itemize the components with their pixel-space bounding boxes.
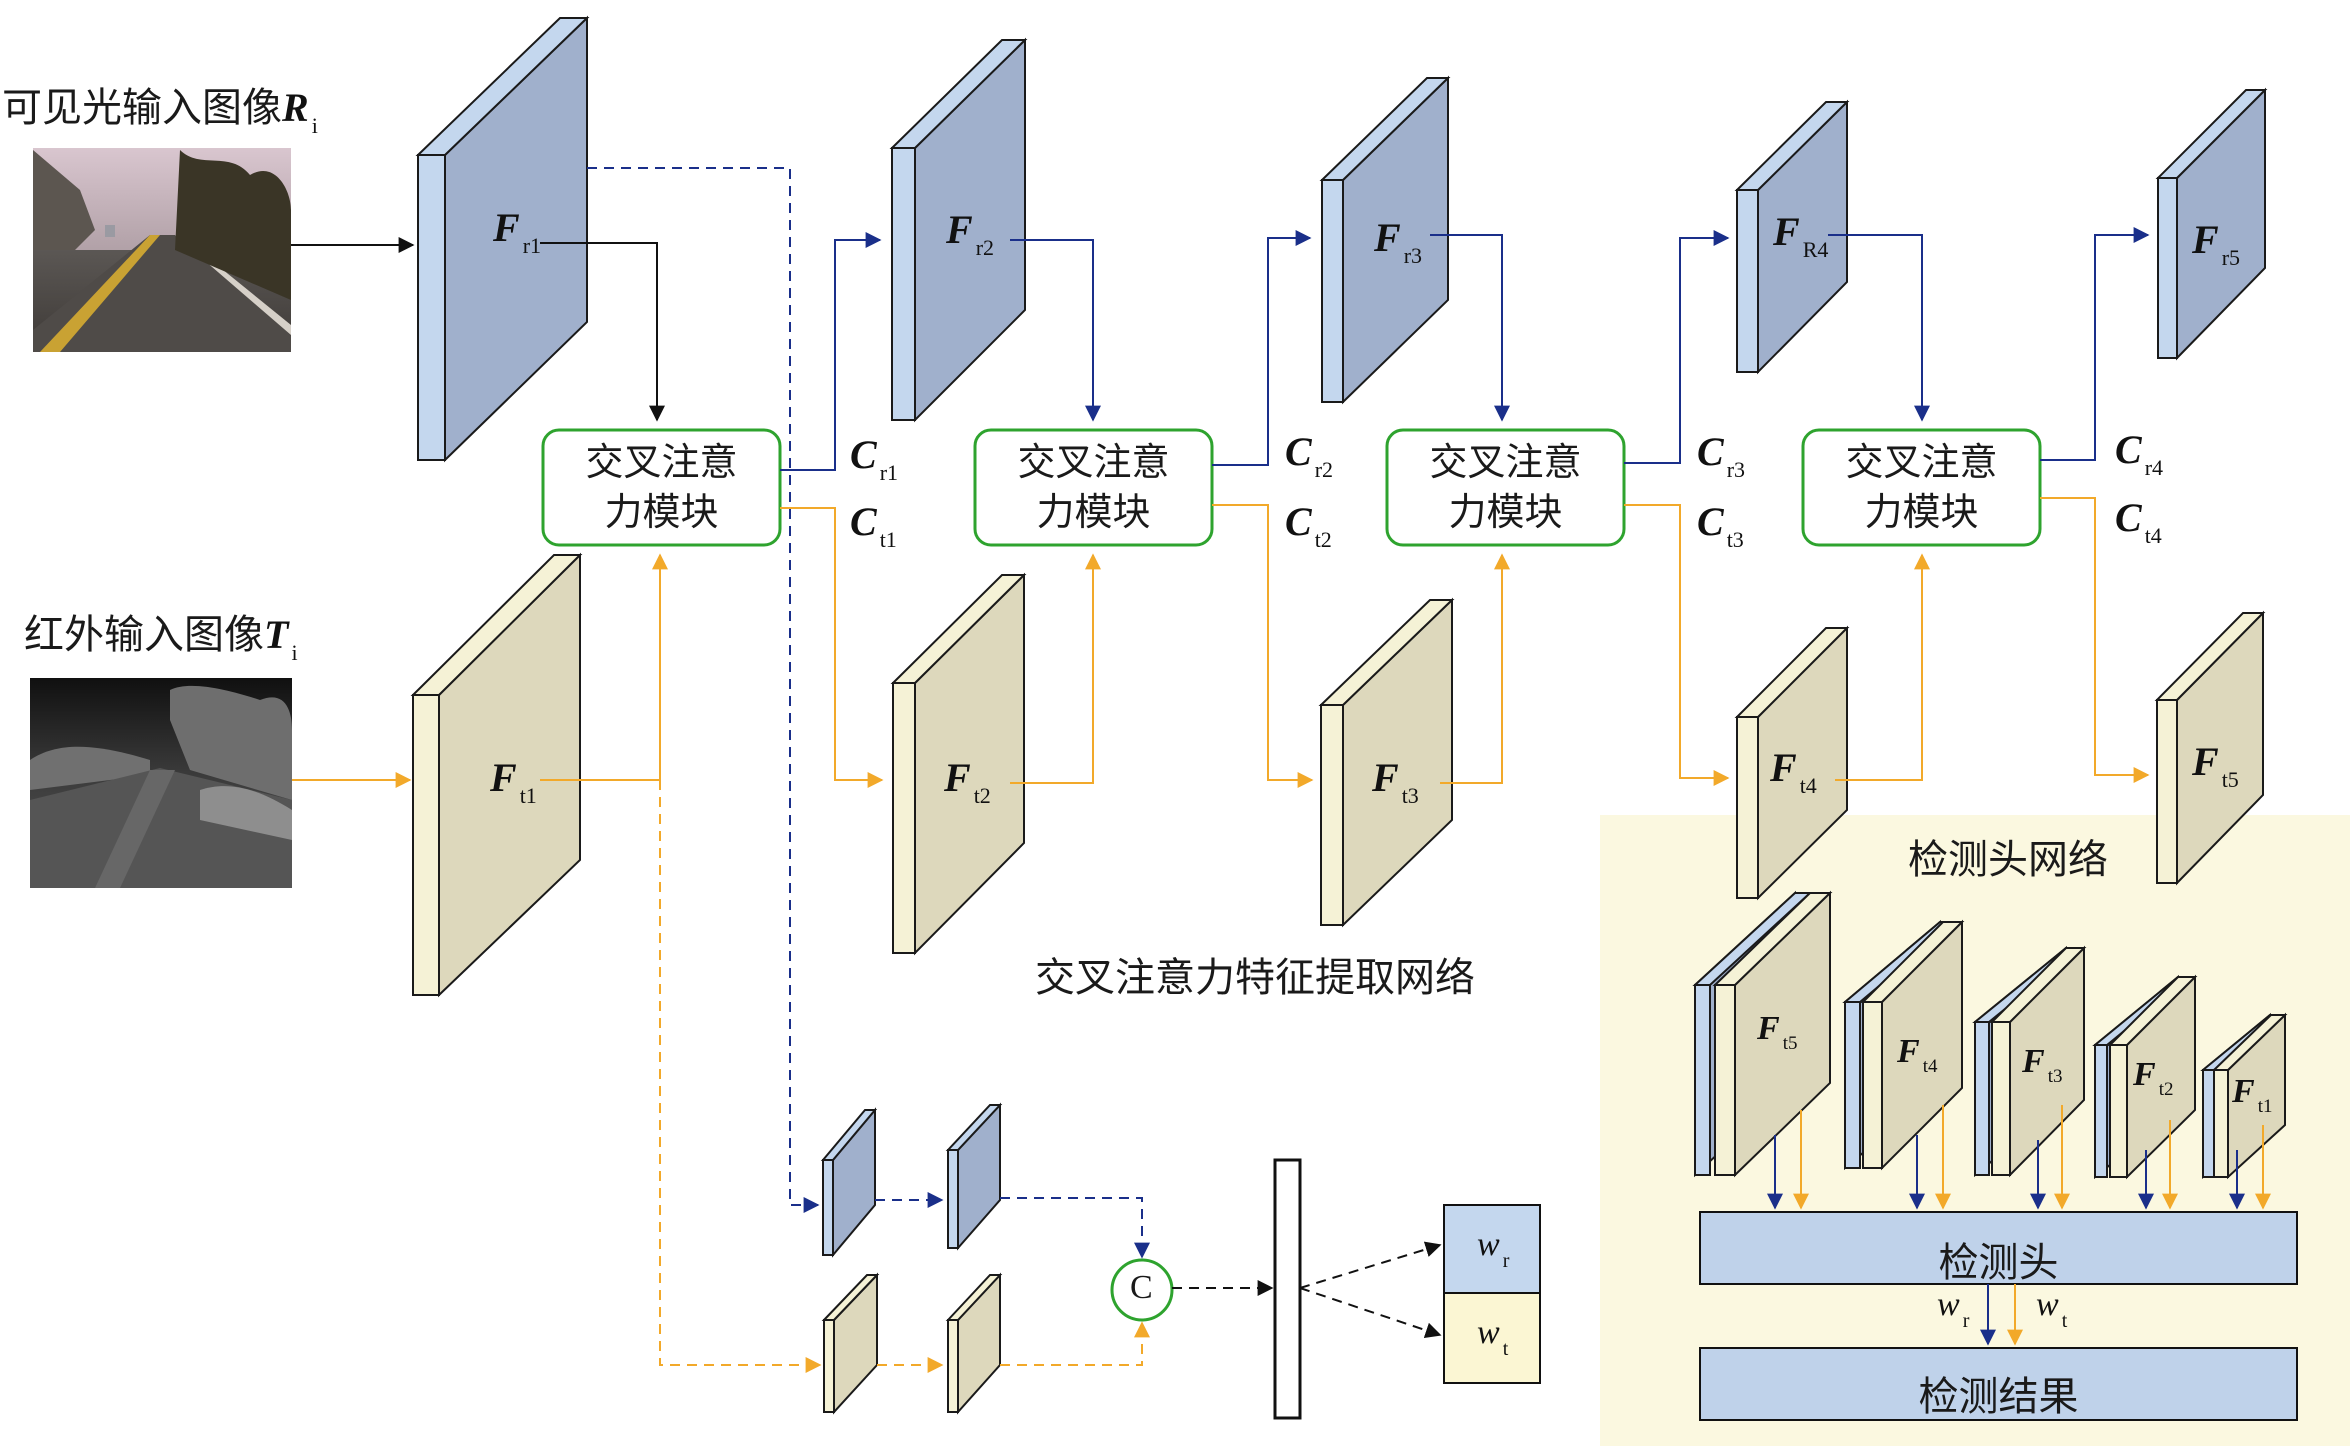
feature-block-r1 bbox=[415, 15, 590, 463]
small-rgb-block-2 bbox=[945, 1102, 1003, 1251]
attention-module-label-3: 交叉注意力模块 bbox=[1429, 440, 1582, 534]
dashed-thermal-branch bbox=[659, 780, 822, 1373]
detection-result-label: 检测结果 bbox=[1918, 1374, 2079, 1420]
weight-box-t bbox=[1443, 1292, 1541, 1384]
attention-module-box-2 bbox=[973, 428, 1214, 547]
attention-module-label-1: 交叉注意力模块 bbox=[585, 440, 738, 534]
connector-module2-fr3 bbox=[1212, 230, 1312, 466]
connector-module1-fr2 bbox=[780, 232, 882, 471]
infrared-input-image bbox=[30, 678, 292, 888]
connector-module1-ft2 bbox=[780, 507, 884, 788]
feature-block-t4 bbox=[1734, 625, 1850, 901]
feature-block-r3 bbox=[1319, 75, 1451, 405]
connector-ft3-module3 bbox=[1440, 553, 1510, 784]
dashed-bar-to-wt bbox=[1299, 1287, 1442, 1339]
attention-module-box-4 bbox=[1801, 428, 2042, 547]
attention-module-label-2: 交叉注意力模块 bbox=[1017, 440, 1170, 534]
concat-label: C bbox=[1130, 1269, 1153, 1306]
detection-stack-t5 bbox=[1692, 890, 1833, 1178]
dashed-rgb-branch bbox=[587, 167, 820, 1213]
detection-head-box bbox=[1699, 1211, 2298, 1285]
dashed-rgb-to-concat bbox=[1000, 1197, 1150, 1259]
detection-head-label: 检测头 bbox=[1938, 1240, 2059, 1286]
connector-fr4-module4 bbox=[1828, 234, 1930, 422]
feature-block-t5 bbox=[2154, 610, 2266, 886]
extraction-network-title: 交叉注意力特征提取网络 bbox=[1035, 955, 1475, 1001]
detection-stack-t2 bbox=[2092, 974, 2198, 1180]
attention-module-label-4: 交叉注意力模块 bbox=[1845, 440, 1998, 534]
connector-fr1-module1 bbox=[540, 242, 665, 422]
connector-module4-ft5 bbox=[2040, 497, 2150, 783]
stack-to-head-arrows bbox=[1767, 1105, 2271, 1210]
fc-bar bbox=[1273, 1158, 1302, 1420]
concat-circle bbox=[1110, 1258, 1174, 1322]
feature-block-r5 bbox=[2155, 87, 2268, 361]
dashed-bar-to-wr bbox=[1299, 1241, 1442, 1289]
connector-fr3-module3 bbox=[1430, 234, 1510, 422]
connector-module3-fr4 bbox=[1624, 230, 1730, 464]
connector-fr2-module2 bbox=[1010, 239, 1101, 422]
connector-module4-fr5 bbox=[2040, 227, 2150, 461]
feature-block-t2 bbox=[890, 572, 1027, 956]
attention-module-box-3 bbox=[1385, 428, 1626, 547]
dashed-thermal-to-concat bbox=[1000, 1321, 1150, 1366]
feature-block-t1 bbox=[410, 552, 583, 998]
visible-input-image bbox=[33, 148, 291, 352]
detection-stack-t1 bbox=[2200, 1012, 2288, 1180]
detection-network-title: 检测头网络 bbox=[1908, 837, 2108, 883]
detection-stack-t3 bbox=[1972, 945, 2087, 1178]
small-rgb-block-1 bbox=[820, 1107, 878, 1258]
feature-block-r2 bbox=[889, 37, 1028, 423]
connector-module2-ft3 bbox=[1212, 504, 1314, 788]
feature-block-t3 bbox=[1318, 597, 1455, 928]
detection-result-box bbox=[1699, 1347, 2298, 1421]
small-thermal-block-1 bbox=[821, 1272, 880, 1415]
feature-block-r4 bbox=[1734, 99, 1850, 375]
connector-ft2-module2 bbox=[1010, 553, 1101, 784]
small-thermal-block-2 bbox=[945, 1272, 1003, 1415]
connector-ft4-module4 bbox=[1835, 553, 1930, 781]
attention-module-box-1 bbox=[541, 428, 782, 547]
connector-module3-ft4 bbox=[1624, 504, 1730, 786]
